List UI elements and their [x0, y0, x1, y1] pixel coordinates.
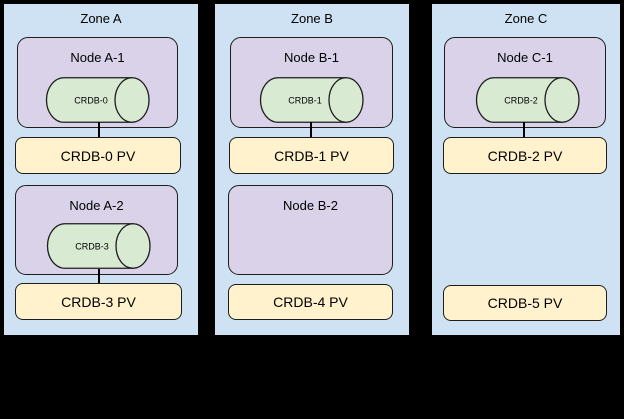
crdb-0-pv: CRDB-0 PV	[15, 137, 181, 174]
crdb-0-pv-label: CRDB-0 PV	[60, 147, 136, 164]
connector-crdb3-pv	[98, 269, 100, 284]
connector-crdb1-pv	[310, 122, 312, 138]
zone-a-label: Zone A	[80, 11, 122, 26]
crdb-5-pv: CRDB-5 PV	[443, 285, 607, 321]
crdb-1-label: CRDB-1	[288, 96, 322, 106]
node-b-2-label: Node B-2	[283, 198, 338, 213]
crdb-2-cylinder: CRDB-2	[475, 77, 580, 123]
crdb-0-label: CRDB-0	[74, 96, 108, 106]
node-a-1: Node A-1 CRDB-0	[17, 37, 178, 128]
node-b-1-label: Node B-1	[284, 50, 339, 65]
node-a-1-label: Node A-1	[70, 50, 125, 65]
crdb-3-pv: CRDB-3 PV	[15, 283, 182, 320]
crdb-1-pv: CRDB-1 PV	[229, 137, 394, 174]
crdb-0-cylinder: CRDB-0	[45, 77, 150, 123]
crdb-1-pv-label: CRDB-1 PV	[274, 147, 349, 164]
node-a-2-label: Node A-2	[69, 198, 124, 213]
crdb-2-label: CRDB-2	[504, 96, 538, 106]
crdb-2-pv: CRDB-2 PV	[443, 137, 607, 174]
crdb-4-pv-label: CRDB-4 PV	[273, 294, 348, 310]
crdb-1-cylinder: CRDB-1	[259, 77, 364, 123]
crdb-5-pv-label: CRDB-5 PV	[487, 295, 563, 311]
zone-b: Zone B Node B-1 CRDB-1 CRDB-1 PV Node B-…	[213, 2, 411, 337]
connector-crdb0-pv	[98, 122, 100, 138]
node-c-1: Node C-1 CRDB-2	[444, 37, 606, 128]
crdb-3-label: CRDB-3	[75, 242, 109, 252]
crdb-4-pv: CRDB-4 PV	[228, 284, 393, 320]
node-b-2: Node B-2	[228, 185, 393, 275]
zone-c-label: Zone C	[504, 11, 548, 26]
node-c-1-label: Node C-1	[497, 50, 553, 65]
crdb-2-pv-label: CRDB-2 PV	[487, 147, 563, 164]
zone-a: Zone A Node A-1 CRDB-0 CRDB-0 PV Node A-…	[2, 2, 200, 337]
node-a-2: Node A-2 CRDB-3	[15, 185, 178, 275]
zone-c: Zone C Node C-1 CRDB-2 CRDB-2 PV CRDB-5 …	[430, 2, 622, 337]
connector-crdb2-pv	[523, 122, 525, 138]
crdb-3-pv-label: CRDB-3 PV	[61, 293, 136, 310]
zone-b-label: Zone B	[291, 11, 333, 26]
node-b-1: Node B-1 CRDB-1	[230, 37, 393, 128]
crdb-3-cylinder: CRDB-3	[46, 223, 151, 269]
